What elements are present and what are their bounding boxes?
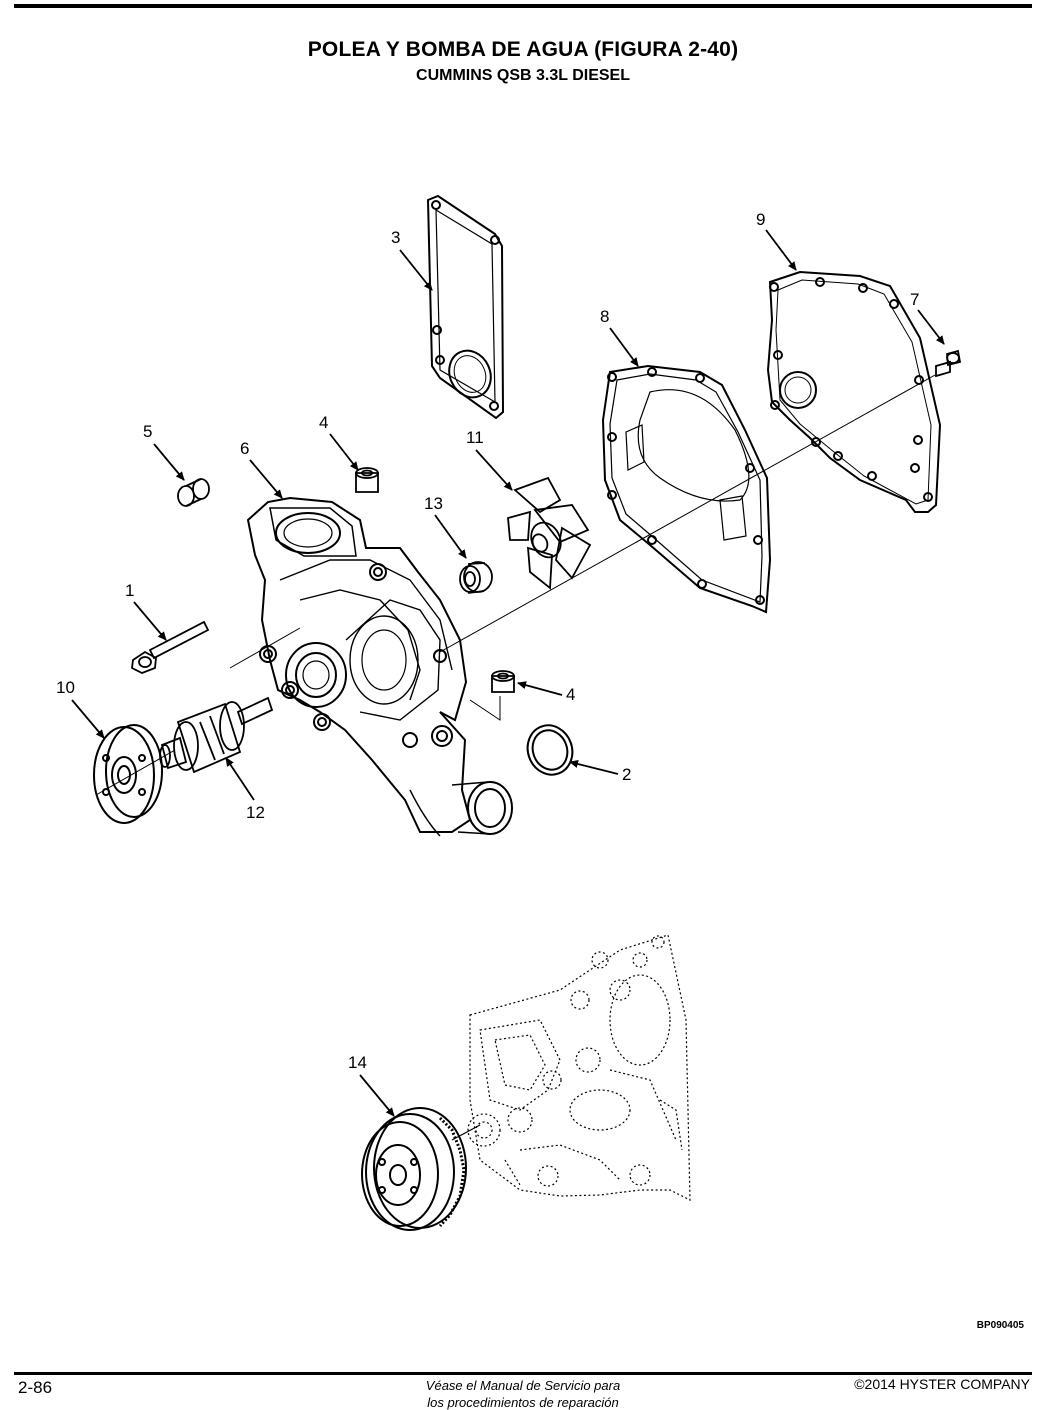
plug-part-4-lower [469,670,515,721]
callout-label: 11 [466,428,484,447]
pulley-part-14 [361,1107,481,1231]
page-subtitle: CUMMINS QSB 3.3L DIESEL [416,67,630,84]
callout-label: 2 [622,765,631,784]
top-rule [14,4,1032,8]
hub-part-10 [93,724,163,824]
callout-label: 13 [424,494,443,513]
bearing-part-12 [159,696,274,774]
plug-part-4-upper [355,467,379,493]
bushing-part-5 [177,478,210,507]
bolt-part-7 [935,349,962,378]
engine-block-outline [467,934,691,1201]
callout-label: 14 [348,1053,367,1072]
seal-part-13 [459,561,493,594]
page-number: 2-86 [18,1378,53,1397]
figure-code: BP090405 [976,1320,1024,1331]
pump-housing-part-6 [246,496,513,837]
callout-label: 12 [246,803,265,822]
callout-labels: 1 2 3 4 4 5 6 7 8 9 10 11 12 13 14 [56,210,919,1072]
leader-arrows [71,229,945,1117]
gasket-part-3 [426,194,505,420]
callout-label: 4 [319,413,328,432]
impeller-part-11 [507,476,592,590]
bolt-part-1 [131,620,210,674]
copyright: ©2014 HYSTER COMPANY [854,1376,1030,1392]
callout-label: 1 [125,581,134,600]
footer-note-line-2: los procedimientos de reparación [427,1395,619,1410]
callout-label: 3 [391,228,400,247]
callout-label: 6 [240,439,249,458]
callout-label: 8 [600,307,609,326]
o-ring-part-2 [526,724,574,776]
cover-plate-part-9 [766,270,942,513]
footer-note-line-1: Véase el Manual de Servicio para [425,1378,621,1393]
bottom-rule [14,1372,1032,1375]
callout-label: 5 [143,422,152,441]
page-title: POLEA Y BOMBA DE AGUA (FIGURA 2-40) [307,38,739,61]
callout-label: 4 [566,685,575,704]
callout-label: 7 [910,290,919,309]
gasket-part-8 [601,364,772,614]
callout-label: 10 [56,678,75,697]
callout-label: 9 [756,210,765,229]
